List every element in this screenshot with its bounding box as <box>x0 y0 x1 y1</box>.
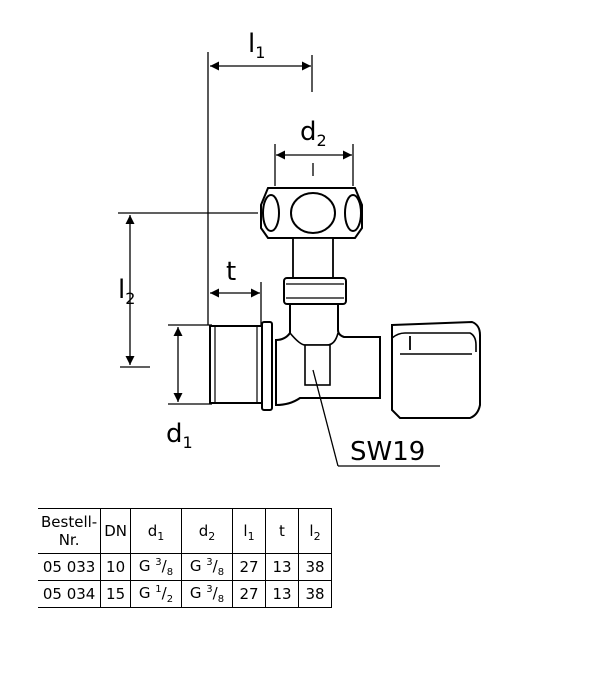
label-sw19: SW19 <box>350 437 425 467</box>
cell-d2: G 3/8 <box>180 580 233 608</box>
cell-d2: G 3/8 <box>180 553 233 581</box>
gland-nut <box>283 277 347 305</box>
cell-t: 13 <box>264 580 299 608</box>
compression-nut <box>391 320 481 419</box>
cell-d1: G 1/2 <box>129 580 182 608</box>
threaded-connection <box>209 325 263 404</box>
label-l1: l1 <box>248 29 265 62</box>
hex-sw19 <box>304 344 331 386</box>
spindle <box>292 237 334 279</box>
handwheel-grip-left <box>262 194 280 232</box>
cell-l2: 38 <box>297 553 332 581</box>
specification-table: Bestell-Nr. DN d1 d2 l1 t l2 05 033 10 G… <box>38 508 332 608</box>
table-row: 05 034 15 G 1/2 G 3/8 27 13 38 <box>38 580 332 608</box>
handwheel-grip-right <box>344 194 362 232</box>
cell-l1: 27 <box>231 580 266 608</box>
cell-d1: G 3/8 <box>129 553 182 581</box>
label-d2: d2 <box>300 117 327 150</box>
header-l1: l1 <box>231 508 266 554</box>
cell-l1: 27 <box>231 553 266 581</box>
cell-l2: 38 <box>297 580 332 608</box>
header-t: t <box>264 508 299 554</box>
label-l2: l2 <box>118 275 135 308</box>
cell-dn: 10 <box>100 553 131 581</box>
table-row: 05 033 10 G 3/8 G 3/8 27 13 38 <box>38 553 332 581</box>
handwheel-grip-center <box>290 192 336 234</box>
header-d2: d2 <box>180 508 233 554</box>
cell-t: 13 <box>264 553 299 581</box>
label-d1: d1 <box>166 419 193 452</box>
cell-order-number: 05 034 <box>38 580 102 608</box>
sw19-leader-line <box>312 369 339 467</box>
cell-dn: 15 <box>100 580 131 608</box>
table-header-row: Bestell-Nr. DN d1 d2 l1 t l2 <box>38 508 332 554</box>
header-dn: DN <box>100 508 131 554</box>
header-order-number: Bestell-Nr. <box>38 508 102 554</box>
flange <box>261 321 273 411</box>
header-l2: l2 <box>297 508 332 554</box>
header-d1: d1 <box>129 508 182 554</box>
valve-body <box>209 187 481 419</box>
label-t: t <box>226 257 236 287</box>
cell-order-number: 05 033 <box>38 553 102 581</box>
valve-technical-drawing: l1 d2 l2 t d1 SW19 <box>118 29 481 467</box>
